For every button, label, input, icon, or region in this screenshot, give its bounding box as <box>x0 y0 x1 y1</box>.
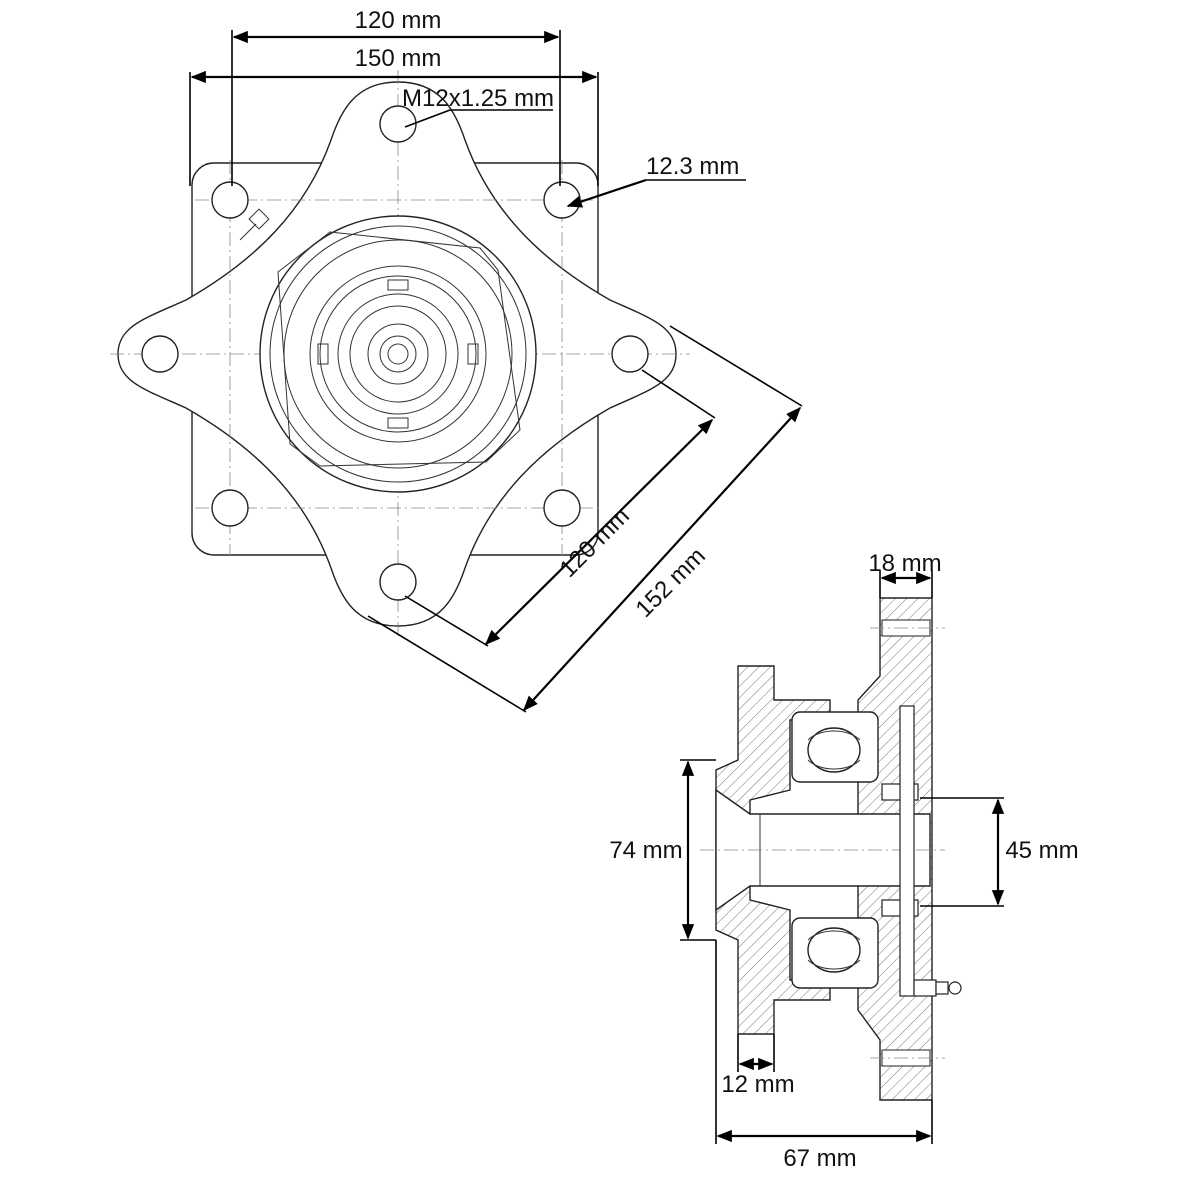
dim-12: 12 mm <box>721 1071 794 1098</box>
dim-thread: M12x1.25 mm <box>402 85 554 112</box>
plate-hole <box>543 489 581 527</box>
flange-hole <box>379 563 417 601</box>
dim-74: 74 mm <box>609 837 682 864</box>
grease-nipple-side <box>913 979 962 997</box>
plate-hole <box>543 181 581 219</box>
flange-hole <box>379 105 417 143</box>
dim-hole: 12.3 mm <box>646 153 739 180</box>
dim-150: 150 mm <box>355 45 442 72</box>
plate-hole <box>211 181 249 219</box>
flange-hole <box>141 335 179 373</box>
grease-nipple-top <box>239 208 270 241</box>
section-dimensions: 18 mm 74 mm 45 mm 12 mm 67 mm <box>609 550 1078 1172</box>
hub-outer-ring <box>259 215 537 493</box>
section-view <box>700 597 962 1101</box>
bearing-upper <box>791 711 919 801</box>
dim-45: 45 mm <box>1005 837 1078 864</box>
dim-152: 152 mm <box>630 542 710 622</box>
plate-hole <box>211 489 249 527</box>
dim-67: 67 mm <box>783 1145 856 1172</box>
top-view <box>110 70 690 640</box>
dim-120-top: 120 mm <box>355 7 442 34</box>
dim-18: 18 mm <box>868 550 941 577</box>
flange-hole <box>611 335 649 373</box>
